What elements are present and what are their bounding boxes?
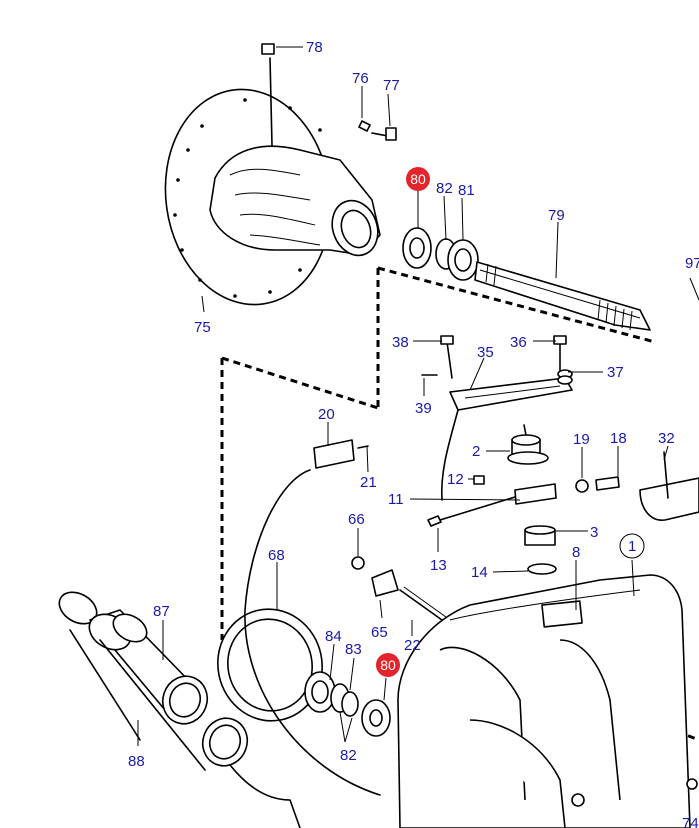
label-68: 68 — [268, 547, 285, 564]
shaft-79 — [402, 227, 651, 331]
badge-80-lower-text: 80 — [380, 657, 396, 673]
highlight-badge-80-lower[interactable]: 80 — [376, 653, 400, 677]
label-82: 82 — [436, 180, 453, 197]
label-88: 88 — [128, 753, 145, 770]
label-81: 81 — [458, 182, 475, 199]
label-37: 37 — [607, 364, 624, 381]
label-2: 2 — [472, 443, 480, 460]
label-12: 12 — [447, 471, 464, 488]
label-66: 66 — [348, 511, 365, 528]
label-1-circle — [619, 533, 645, 559]
callout-labels: 78 76 77 82 81 79 97 75 38 35 36 37 39 2… — [128, 39, 699, 828]
label-8: 8 — [572, 544, 580, 561]
screw-77 — [358, 120, 397, 141]
label-77: 77 — [383, 77, 400, 94]
label-38: 38 — [392, 334, 409, 351]
dashed-outline — [220, 266, 699, 742]
label-1: 1 — [628, 538, 636, 555]
leader-lines — [137, 46, 699, 746]
hose-87 — [58, 591, 301, 828]
shift-mechanism — [427, 424, 620, 575]
ring-68 — [217, 608, 323, 722]
label-65: 65 — [371, 624, 388, 641]
cover-20 — [313, 439, 369, 469]
label-75: 75 — [194, 319, 211, 336]
label-74: 74 — [682, 815, 699, 828]
lower-bearings — [304, 671, 391, 737]
label-18: 18 — [610, 430, 627, 447]
label-21: 21 — [360, 474, 377, 491]
label-32: 32 — [658, 430, 675, 447]
label-3: 3 — [590, 524, 598, 541]
cable — [244, 469, 381, 796]
label-76: 76 — [352, 70, 369, 87]
shift-lever-35 — [421, 335, 573, 501]
highlight-badge-80-upper[interactable]: 80 — [406, 167, 430, 191]
label-22: 22 — [404, 637, 421, 654]
label-79: 79 — [548, 207, 565, 224]
label-36: 36 — [510, 334, 527, 351]
label-82-lower: 82 — [340, 747, 357, 764]
label-39: 39 — [415, 400, 432, 417]
label-84: 84 — [325, 628, 342, 645]
bell-housing-75 — [164, 43, 381, 306]
label-83: 83 — [345, 641, 362, 658]
label-20: 20 — [318, 406, 335, 423]
label-78: 78 — [306, 39, 323, 56]
housing-1 — [397, 574, 698, 828]
label-11: 11 — [388, 491, 404, 508]
part-65 — [351, 556, 447, 621]
badge-80-upper-text: 80 — [410, 171, 426, 187]
part-32 — [639, 451, 699, 521]
label-19: 19 — [573, 431, 590, 448]
label-97: 97 — [685, 255, 699, 272]
label-35: 35 — [477, 344, 494, 361]
label-14: 14 — [471, 564, 488, 581]
label-87: 87 — [153, 603, 170, 620]
label-13: 13 — [430, 557, 447, 574]
